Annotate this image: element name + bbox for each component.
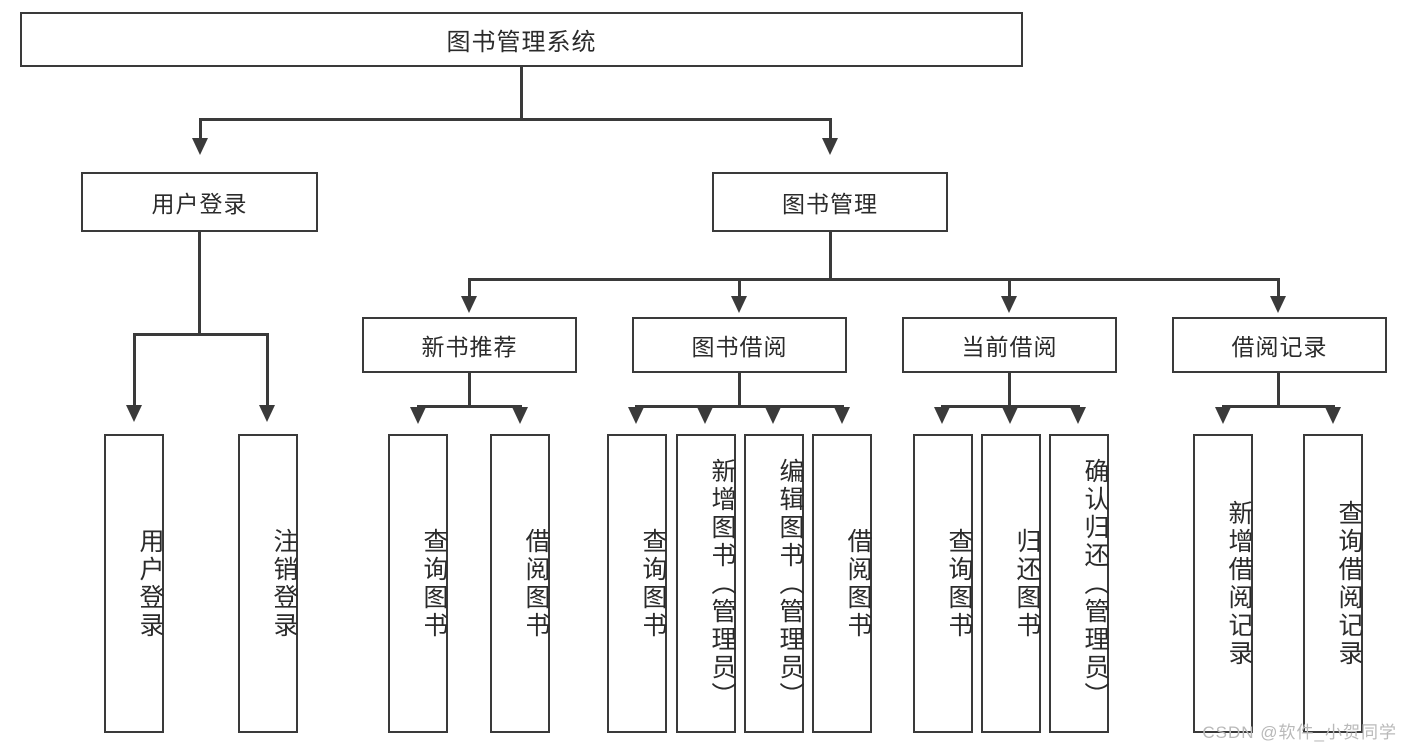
connector-level3-bar xyxy=(468,278,1280,281)
node-label: 确认归还（管理员） xyxy=(1081,457,1109,710)
arrowhead-leaf-edit-book xyxy=(765,407,781,424)
arrowhead-leaf-return-book xyxy=(1002,407,1018,424)
connector-level2-bar xyxy=(199,118,832,121)
node-label: 归还图书 xyxy=(1013,527,1041,640)
connector-book-borrow-bar xyxy=(635,405,844,408)
connector-borrow-record-bar xyxy=(1222,405,1335,408)
arrowhead-leaf-query-book-3 xyxy=(934,407,950,424)
node-label: 注销登录 xyxy=(270,527,298,640)
arrowhead-leaf-query-record xyxy=(1325,407,1341,424)
node-label: 用户登录 xyxy=(151,191,248,217)
connector-new-book-stem xyxy=(468,373,471,407)
connector-current-borrow-stem xyxy=(1008,373,1011,407)
leaf-add-book-admin[interactable]: 新增图书（管理员） xyxy=(676,434,736,733)
node-borrow-record[interactable]: 借阅记录 xyxy=(1172,317,1387,373)
arrowhead-user-login xyxy=(192,138,208,155)
arrowhead-leaf-user-login xyxy=(126,405,142,422)
leaf-query-borrow-record[interactable]: 查询借阅记录 xyxy=(1303,434,1363,733)
connector-level3-drop-borrow-record xyxy=(1277,278,1280,299)
leaf-borrow-book-new-recommend[interactable]: 借阅图书 xyxy=(490,434,550,733)
leaf-add-borrow-record[interactable]: 新增借阅记录 xyxy=(1193,434,1253,733)
arrowhead-book-management xyxy=(822,138,838,155)
arrowhead-leaf-query-book-1 xyxy=(410,407,426,424)
connector-user-login-drop-2 xyxy=(266,333,269,408)
connector-user-login-drop-1 xyxy=(133,333,136,408)
arrowhead-leaf-add-book xyxy=(697,407,713,424)
arrowhead-current-borrow xyxy=(1001,296,1017,313)
connector-user-login-bar xyxy=(133,333,269,336)
connector-root-stem xyxy=(520,67,523,120)
csdn-watermark: CSDN @软件_小贺同学 xyxy=(1202,723,1397,742)
node-root-book-management-system[interactable]: 图书管理系统 xyxy=(20,12,1023,67)
connector-level3-drop-current-borrow xyxy=(1008,278,1011,299)
arrowhead-leaf-borrow-book-2 xyxy=(834,407,850,424)
connector-user-login-stem xyxy=(198,232,201,335)
leaf-borrow-book[interactable]: 借阅图书 xyxy=(812,434,872,733)
node-label: 新书推荐 xyxy=(421,334,518,360)
node-label: 当前借阅 xyxy=(961,334,1058,360)
connector-level2-drop-book-management xyxy=(829,118,832,141)
arrowhead-leaf-logout xyxy=(259,405,275,422)
connector-borrow-record-stem xyxy=(1277,373,1280,407)
arrowhead-leaf-confirm-return xyxy=(1070,407,1086,424)
node-label: 查询借阅记录 xyxy=(1335,499,1363,668)
node-new-book-recommend[interactable]: 新书推荐 xyxy=(362,317,577,373)
leaf-return-book[interactable]: 归还图书 xyxy=(981,434,1041,733)
arrowhead-book-borrow xyxy=(731,296,747,313)
connector-level3-drop-book-borrow xyxy=(738,278,741,299)
connector-level2-drop-user-login xyxy=(199,118,202,141)
node-label: 图书管理 xyxy=(782,191,878,217)
node-current-borrow[interactable]: 当前借阅 xyxy=(902,317,1117,373)
node-label: 编辑图书（管理员） xyxy=(776,457,804,710)
arrowhead-new-book-recommend xyxy=(461,296,477,313)
node-label: 新增图书（管理员） xyxy=(708,457,736,710)
arrowhead-borrow-record xyxy=(1270,296,1286,313)
node-label: 借阅图书 xyxy=(844,527,872,640)
node-label: 查询图书 xyxy=(420,527,448,640)
node-label: 图书借阅 xyxy=(691,334,788,360)
node-user-login[interactable]: 用户登录 xyxy=(81,172,318,232)
node-label: 查询图书 xyxy=(945,527,973,640)
leaf-edit-book-admin[interactable]: 编辑图书（管理员） xyxy=(744,434,804,733)
node-book-management[interactable]: 图书管理 xyxy=(712,172,948,232)
leaf-confirm-return-admin[interactable]: 确认归还（管理员） xyxy=(1049,434,1109,733)
connector-book-management-stem xyxy=(829,232,832,280)
node-label: 借阅记录 xyxy=(1231,334,1328,360)
node-label: 查询图书 xyxy=(639,527,667,640)
node-label: 借阅图书 xyxy=(522,527,550,640)
leaf-query-book-borrow[interactable]: 查询图书 xyxy=(607,434,667,733)
node-book-borrow[interactable]: 图书借阅 xyxy=(632,317,847,373)
connector-book-borrow-stem xyxy=(738,373,741,407)
arrowhead-leaf-add-record xyxy=(1215,407,1231,424)
leaf-query-book-new-recommend[interactable]: 查询图书 xyxy=(388,434,448,733)
leaf-query-book-current[interactable]: 查询图书 xyxy=(913,434,973,733)
arrowhead-leaf-borrow-book-1 xyxy=(512,407,528,424)
leaf-user-login[interactable]: 用户登录 xyxy=(104,434,164,733)
connector-level3-drop-new-book xyxy=(468,278,471,299)
arrowhead-leaf-query-book-2 xyxy=(628,407,644,424)
connector-new-book-bar xyxy=(417,405,522,408)
leaf-logout[interactable]: 注销登录 xyxy=(238,434,298,733)
node-label: 用户登录 xyxy=(136,527,164,640)
node-label: 新增借阅记录 xyxy=(1225,499,1253,668)
node-label: 图书管理系统 xyxy=(446,29,597,56)
